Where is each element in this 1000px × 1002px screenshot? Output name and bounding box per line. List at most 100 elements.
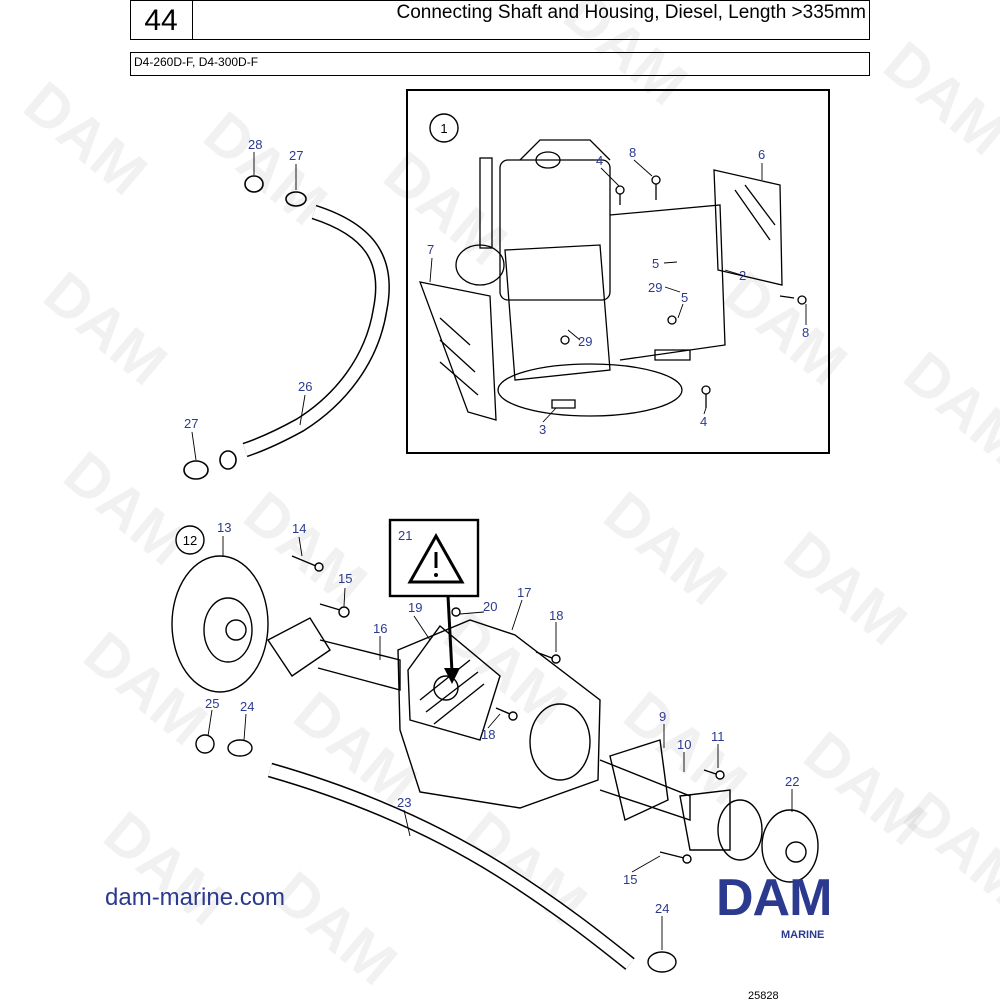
watermark: DAM: [552, 0, 700, 118]
svg-text:12: 12: [183, 533, 197, 548]
watermark: DAM: [592, 479, 740, 618]
bolt-15: [659, 851, 685, 859]
callout-4: 4: [596, 153, 603, 168]
callout-4: 4: [700, 414, 707, 429]
callout-27: 27: [184, 416, 198, 431]
callout-10: 10: [677, 737, 691, 752]
hose-adapter: [219, 450, 237, 470]
oil-filler-cap: [535, 151, 561, 169]
housing-17: [397, 619, 601, 809]
engine-block: [499, 159, 611, 301]
hose-clamp: [183, 460, 209, 480]
engine-detail-illustration: [418, 139, 807, 421]
watermark: DAM: [232, 479, 380, 618]
title-box: [192, 0, 870, 40]
callout-6: 6: [758, 147, 765, 162]
screw-20: [451, 607, 461, 617]
upper-hose-assembly: [183, 175, 390, 480]
leader-lines: [191, 152, 807, 950]
flywheel-coupling-13: [171, 555, 269, 693]
right-bracket-6: [713, 169, 783, 286]
universal-joint: [266, 617, 331, 677]
callout-21: 21: [398, 528, 412, 543]
callout-7: 7: [427, 242, 434, 257]
callout-15: 15: [338, 571, 352, 586]
watermark: DAM: [772, 519, 920, 658]
callout-3: 3: [539, 422, 546, 437]
watermark: DAM: [72, 619, 220, 758]
callout-20: 20: [483, 599, 497, 614]
bolt-18: [495, 707, 511, 715]
cover-plate-19: [407, 624, 501, 741]
figure-number: 25828: [748, 990, 779, 1002]
watermark: DAM: [12, 69, 160, 208]
svg-text:1: 1: [440, 121, 447, 136]
model-box: [130, 52, 870, 76]
callout-23: 23: [397, 795, 411, 810]
callout-24: 24: [655, 901, 669, 916]
view-marker-12: 12: [175, 525, 205, 555]
bolt-11: [703, 769, 717, 775]
dam-marine-logo: DAM: [716, 869, 832, 927]
callout-19: 19: [408, 600, 422, 615]
callout-5: 5: [652, 256, 659, 271]
watermark: DAM: [372, 139, 520, 278]
callout-8: 8: [629, 145, 636, 160]
watermark: DAM: [872, 29, 1000, 168]
hose-clamp: [647, 951, 677, 973]
hose-adapter: [195, 734, 215, 754]
callout-9: 9: [659, 709, 666, 724]
hose-adapter: [244, 175, 264, 193]
view-marker-1: 1: [429, 113, 459, 143]
hose-clamp: [227, 739, 253, 757]
filter-canister: [455, 244, 505, 286]
coupling-22: [761, 809, 819, 883]
dipstick-tube: [479, 157, 493, 249]
watermark: DAM: [892, 339, 1000, 478]
callout-labels: 28 27 26 27 4 8 6 7 5 2 29 5 8 29 3 4 13…: [184, 137, 809, 916]
watermark-layer: DAM DAM DAM DAM DAM DAM DAM DAM DAM DAM …: [12, 0, 1000, 998]
callout-27: 27: [289, 148, 303, 163]
bolt: [779, 295, 795, 299]
callout-22: 22: [785, 774, 799, 789]
callout-5: 5: [681, 290, 688, 305]
page-title: Connecting Shaft and Housing, Diesel, Le…: [396, 2, 867, 23]
callout-16: 16: [373, 621, 387, 636]
callout-28: 28: [248, 137, 262, 152]
watermark: DAM: [92, 799, 240, 938]
callout-25: 25: [205, 696, 219, 711]
warning-symbol-box: [388, 518, 480, 684]
warning-icon: [407, 532, 465, 584]
watermark: DAM: [712, 259, 860, 398]
website-url[interactable]: dam-marine.com: [105, 884, 286, 911]
callout-18: 18: [549, 608, 563, 623]
watermark: DAM: [32, 259, 180, 398]
shaft-tube: [599, 759, 691, 821]
callout-8: 8: [802, 325, 809, 340]
flywheel-housing: [497, 363, 683, 417]
callout-13: 13: [217, 520, 231, 535]
callout-26: 26: [298, 379, 312, 394]
bracket-housing: [504, 244, 611, 381]
callout-15: 15: [623, 872, 637, 887]
bolt-14: [291, 555, 317, 567]
callout-29: 29: [578, 334, 592, 349]
watermark: DAM: [262, 859, 410, 998]
callout-11: 11: [711, 729, 725, 744]
flange: [717, 799, 763, 861]
callout-2: 2: [739, 268, 746, 283]
mounting-ring-9: [609, 739, 669, 821]
page-number: 44: [144, 4, 178, 37]
housing-plate: [609, 204, 726, 361]
bolt-18: [535, 651, 553, 659]
page-number-box: [130, 0, 193, 40]
shaft-housing-illustration: [171, 555, 819, 973]
engine-models: D4-260D-F, D4-300D-F: [134, 55, 259, 69]
callout-17: 17: [517, 585, 531, 600]
callout-24: 24: [240, 699, 254, 714]
left-bracket-7: [418, 281, 497, 421]
hose-clamp: [285, 191, 307, 207]
bolt-15: [319, 603, 341, 611]
universal-joint: [679, 789, 731, 851]
